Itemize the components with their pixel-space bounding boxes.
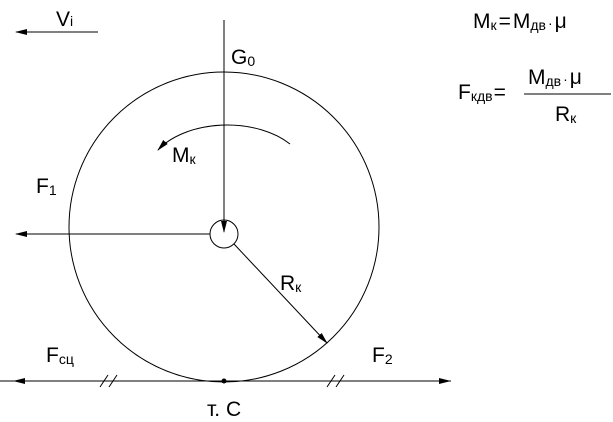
rk-arrow <box>233 243 328 344</box>
svg-text:Mдв·μ: Mдв·μ <box>528 66 582 89</box>
formula-force: Fкдв= Mдв·μ Rк <box>458 66 611 126</box>
formula-moment: Mк=Mдв·μ <box>473 10 567 33</box>
label-f1: F1 <box>36 175 57 198</box>
label-rk: Rк <box>280 272 302 295</box>
label-vi: Vi <box>56 8 73 31</box>
label-fsc: Fсц <box>46 344 74 367</box>
label-f2: F2 <box>372 344 393 367</box>
label-g0: G0 <box>231 46 255 69</box>
label-mk: Mк <box>172 144 197 167</box>
label-point-c: т. С <box>207 398 241 421</box>
svg-text:Fкдв=: Fкдв= <box>458 81 506 104</box>
svg-text:Rк: Rк <box>555 103 577 126</box>
moment-arc <box>157 124 291 151</box>
svg-text:Mк=Mдв·μ: Mк=Mдв·μ <box>473 10 567 33</box>
